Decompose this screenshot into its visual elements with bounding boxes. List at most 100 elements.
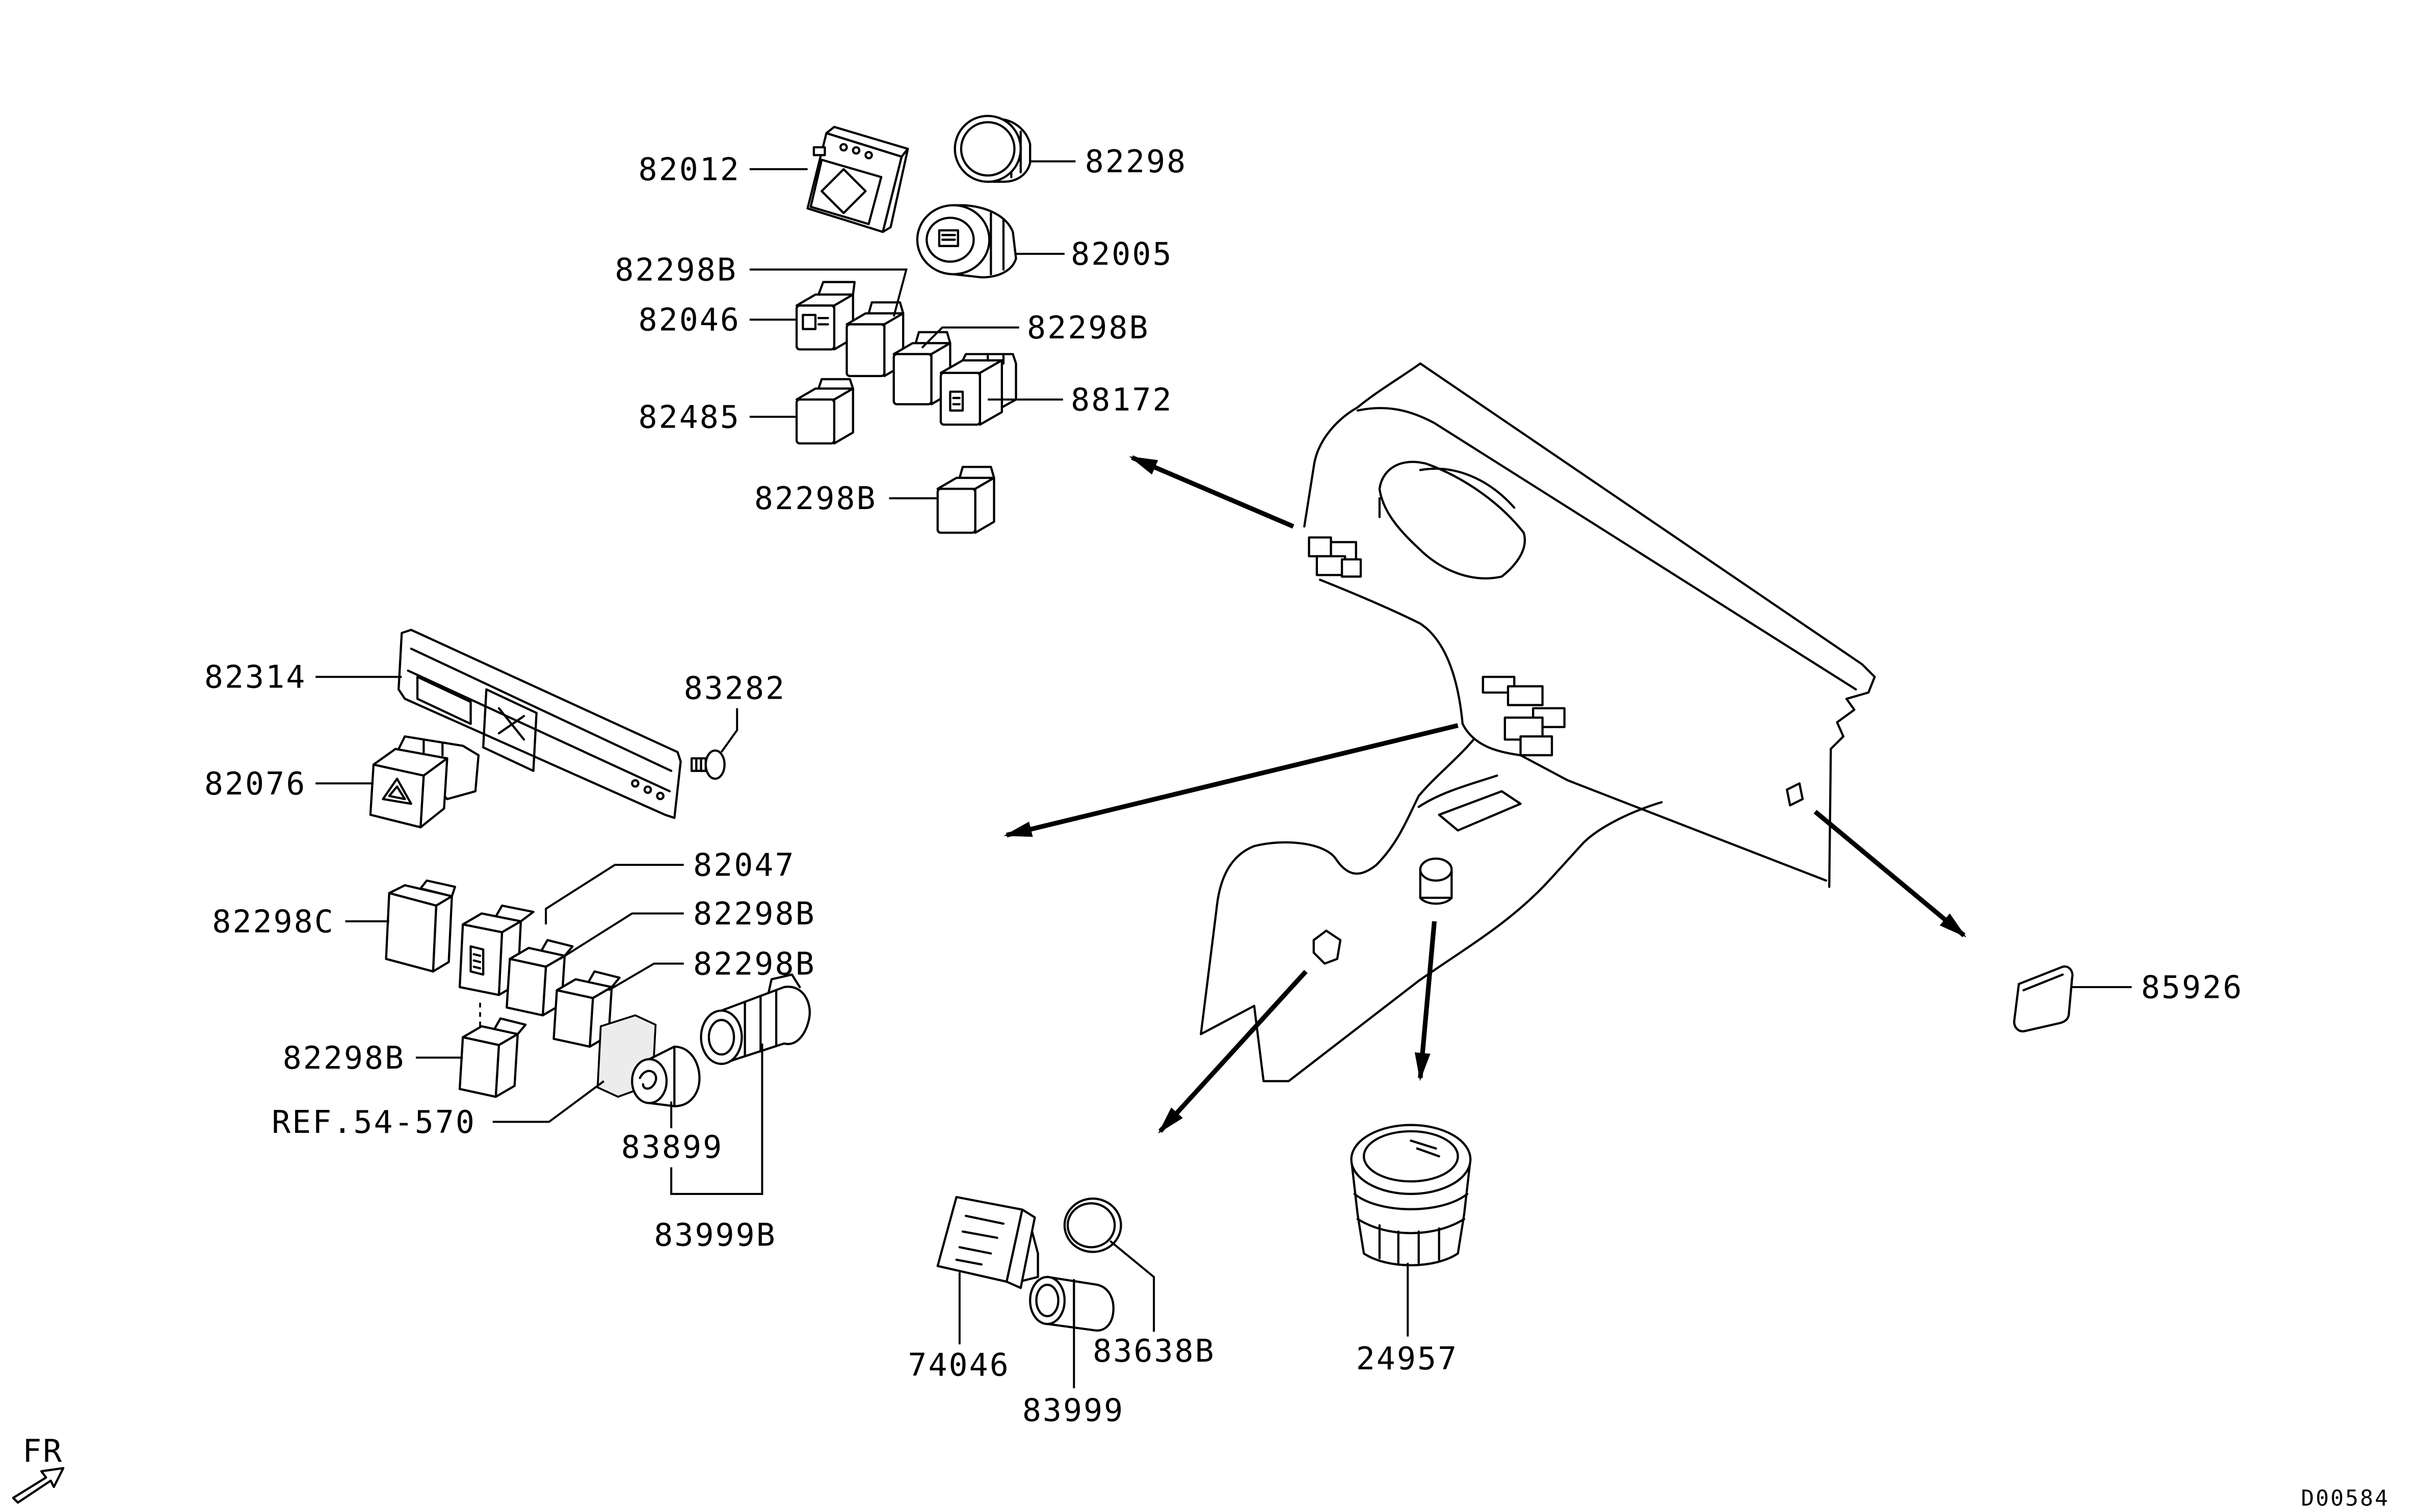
dash-switch-cluster-left [1308,536,1362,578]
cap-83638b-drawing [1063,1197,1122,1253]
bracket-inner-line [407,647,673,792]
part-number-label: 88172 [1071,382,1173,418]
mounting-tab [812,146,826,156]
callout-82076: 82076 [204,765,374,802]
callout-reference-note: REF.54-570 [272,1080,605,1140]
button-82005-drawing [916,204,1017,279]
glovebox-inner-line [1378,467,1516,518]
mounting-hole [656,791,665,801]
mounted-switch [1308,536,1332,558]
leader-line [1109,1240,1155,1332]
part-number-label: 24957 [1356,1340,1458,1377]
socket-body [720,986,811,1065]
leader-line [545,864,684,925]
blank-switch-82298b-f-drawing [458,1017,527,1098]
part-number-label: 82298B [283,1040,406,1076]
part-number-label: 74046 [908,1347,1010,1384]
pointer-arrow-console-socket [1158,970,1308,1134]
switch-face [939,372,981,426]
part-number-label: 82012 [639,151,741,188]
indicator-dot [852,146,861,155]
button-symbol-lines [941,234,956,241]
callout-83999: 83999 [1022,1327,1123,1429]
part-number-label: 83282 [684,670,786,706]
callout-82005: 82005 [1014,236,1173,273]
cap-inner [1066,1202,1116,1249]
direction-pad [821,168,867,215]
switch-face [458,923,504,996]
switch-symbol-lines [817,316,829,326]
switch-face [892,353,933,406]
part-number-label: 82047 [693,847,795,884]
outlet-top [1350,1124,1472,1196]
dashboard-top-edge [1312,362,1876,888]
outlet-top [1419,857,1453,882]
socket-83999-drawing [1029,1276,1115,1332]
callout-83638b: 83638B [1093,1240,1216,1369]
callout-82314: 82314 [204,659,402,696]
part-number-label: 82298B [1027,309,1150,346]
mounting-tab [817,281,856,296]
mounting-tab [817,378,854,390]
part-number-label: 82046 [639,302,741,338]
switch-face [552,989,594,1048]
mounted-switch [1340,558,1362,578]
dash-switch-cluster-center [1482,676,1566,757]
part-number-label: 82298B [615,251,737,288]
pointer-arrow-center-panel [1003,723,1459,838]
pointer-arrow-console-outlet [1414,921,1437,1081]
screw-83282-drawing [690,749,726,780]
leader-bracket [670,1043,763,1195]
leader-line [921,326,1019,349]
leader-line [559,912,684,960]
part-number-label: 82005 [1071,236,1173,273]
console-socket-mounted [1312,930,1342,965]
indicator-dot [864,151,873,160]
switch-printed-text [955,1214,1005,1266]
blank-switch-82298b-e-drawing [552,970,621,1048]
mounting-tab [958,466,995,479]
callout-82485: 82485 [639,399,797,435]
callout-82298b-center-lower: 82298B [608,945,816,991]
part-number-label: 82298B [693,945,816,982]
leader-line [492,1080,605,1123]
bracket-82314-drawing [397,628,682,819]
part-number-label: 83999B [654,1216,777,1253]
switch-face [795,398,836,445]
pointer-arrow-side-cover [1813,810,1967,938]
switch-symbol [469,945,485,976]
part-number-label: 82298B [754,480,877,517]
cover-85926-drawing [2013,965,2074,1032]
console-tray [1438,790,1522,832]
callout-74046: 74046 [908,1272,1010,1384]
cover-outline [2013,965,2074,1032]
callout-82298b-bottom: 82298B [754,480,938,517]
mounted-switch [1315,555,1346,576]
callout-83899: 83899 [621,1101,723,1165]
power-outlet-24957-drawing [1350,1124,1472,1266]
reference-note-label: REF.54-570 [272,1104,476,1140]
mounted-switch [1519,735,1553,757]
callout-88172: 88172 [988,382,1173,418]
hazard-switch-82076-drawing [369,735,480,829]
outlet-band [1353,1192,1469,1234]
leader-line [608,962,684,991]
button-symbol [938,229,959,247]
switch-side [974,476,995,534]
ring-front [954,115,1022,183]
callout-82298: 82298 [1030,143,1185,180]
bracket-window [482,688,538,772]
switch-face [936,488,976,534]
switch-82485-drawing [795,378,854,445]
center-console-outline [1200,738,1663,1082]
cover-inner-edge [2022,973,2064,992]
switch-82046-drawing [795,281,856,351]
part-number-label: 83638B [1093,1333,1216,1369]
switch-face [385,892,438,973]
hazard-triangle-icon [382,777,412,805]
callout-82012: 82012 [639,151,808,188]
part-number-label: 83899 [621,1129,723,1165]
button-inner [926,217,975,263]
part-number-label: 85926 [2141,969,2243,1006]
